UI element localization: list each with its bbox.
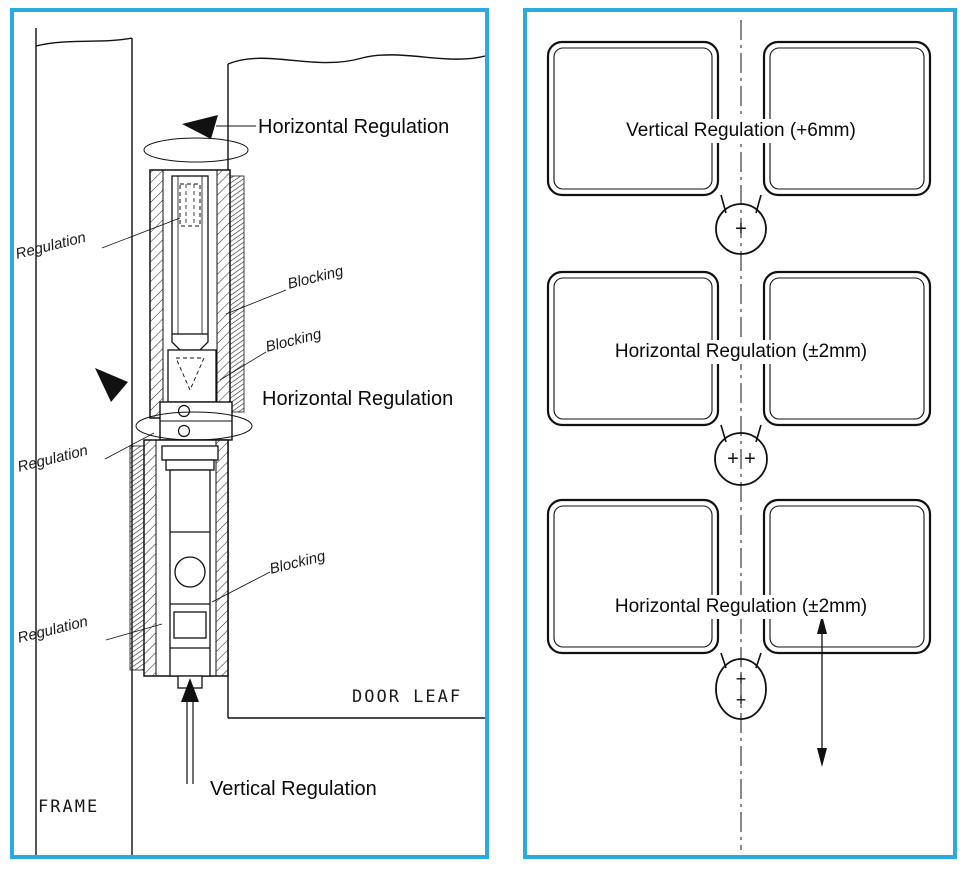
- hinge-knuckle: [715, 658, 767, 720]
- hinge-unit-3: + +: [546, 498, 932, 767]
- bearing-ball: [174, 556, 206, 588]
- rotation-ellipse-top: [143, 137, 249, 163]
- horizontal-regulation-arrow-mid: [95, 368, 128, 402]
- set-screw-hole: [177, 404, 191, 418]
- top-horizontal-regulation-label: Horizontal Regulation: [258, 116, 450, 139]
- center-mark: +: [736, 690, 747, 710]
- center-mark: +: [735, 218, 747, 240]
- center-mark: +: [727, 448, 739, 470]
- hex-socket-hidden: [179, 183, 201, 227]
- hinge-unit-2: + +: [546, 270, 932, 486]
- horizontal-regulation-arrow-top: [182, 115, 218, 139]
- frame-label: FRAME: [38, 797, 100, 817]
- adjustment-screw: [171, 175, 209, 335]
- regulation-ranges-panel: + + +: [523, 8, 957, 859]
- center-mark: +: [736, 669, 747, 689]
- upper-hinge-body: [149, 169, 245, 441]
- mid-horizontal-regulation-label: Horizontal Regulation: [262, 388, 454, 411]
- thread-hatch-frame: [129, 445, 145, 671]
- hinge-knuckle: [715, 203, 767, 255]
- hinge-unit-1: +: [546, 40, 932, 255]
- unit-2-label: Horizontal Regulation (±2mm): [609, 340, 873, 364]
- vertical-range-arrow: [817, 615, 827, 767]
- vertical-regulation-arrow: [181, 678, 199, 784]
- door-leaf-label: DOOR LEAF: [352, 687, 463, 707]
- vertical-regulation-label: Vertical Regulation: [210, 778, 377, 801]
- leader-lines: [101, 217, 287, 641]
- unit-3-label: Horizontal Regulation (±2mm): [609, 595, 873, 619]
- regulation-ranges-drawing: + + +: [546, 20, 932, 850]
- hinge-section-drawing: [35, 28, 485, 855]
- set-screw-hole: [177, 424, 191, 438]
- hinge-section-panel: Horizontal Regulation Horizontal Regulat…: [10, 8, 489, 859]
- lower-hinge-body: [129, 439, 229, 689]
- unit-1-label: Vertical Regulation (+6mm): [621, 119, 861, 143]
- door-leaf-outline: [227, 54, 485, 719]
- center-mark: +: [744, 448, 756, 470]
- hinge-knuckle: [714, 432, 768, 486]
